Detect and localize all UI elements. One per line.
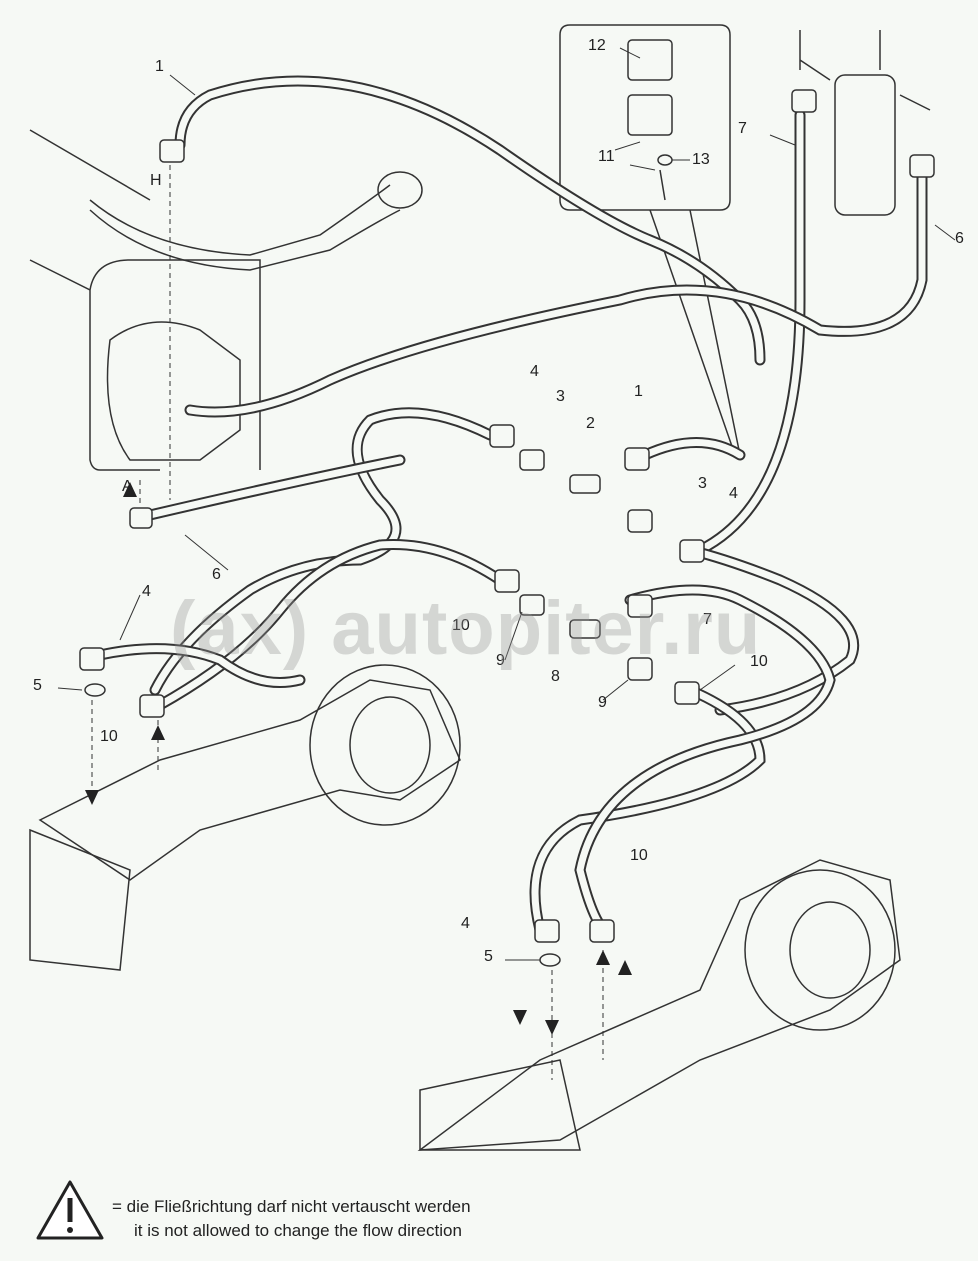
callout-label: 4 xyxy=(729,485,738,502)
legend-line-german: = die Fließrichtung darf nicht vertausch… xyxy=(112,1197,471,1216)
rear-axle xyxy=(417,859,901,1151)
callout-label: H xyxy=(150,172,162,189)
hose xyxy=(96,645,304,686)
hose xyxy=(146,439,744,519)
callout-label: 4 xyxy=(530,363,539,380)
hose xyxy=(531,686,764,934)
callout-label: 1 xyxy=(155,58,164,75)
hose-outline xyxy=(174,75,766,366)
callout-label: 12 xyxy=(588,37,606,54)
callout-label: 4 xyxy=(461,915,470,932)
filter-housing xyxy=(834,74,896,216)
callout-label: 9 xyxy=(496,652,505,669)
hose-outline xyxy=(184,169,928,418)
legend-line-english: it is not allowed to change the flow dir… xyxy=(134,1221,462,1240)
callout-label: 11 xyxy=(598,148,615,165)
inset-box xyxy=(559,24,731,211)
callout-label: 9 xyxy=(598,694,607,711)
callout-label: 6 xyxy=(212,566,221,583)
hose xyxy=(176,77,764,364)
hose xyxy=(186,171,926,416)
front-axle xyxy=(38,679,461,881)
callout-label: 5 xyxy=(33,677,42,694)
filler-cap xyxy=(377,171,423,209)
callout-label: 1 xyxy=(634,383,643,400)
callout-label: 3 xyxy=(556,388,565,405)
callout-label: 4 xyxy=(142,583,151,600)
pump-body xyxy=(106,321,241,461)
callout-label: 2 xyxy=(586,415,595,432)
hose xyxy=(696,111,804,554)
callout-label: 8 xyxy=(551,668,560,685)
callout-label: 13 xyxy=(692,151,710,168)
callout-label: 7 xyxy=(703,611,712,628)
filler-pipe xyxy=(89,184,401,271)
callout-label: 3 xyxy=(698,475,707,492)
tank-outline xyxy=(29,129,261,471)
callout-label: 10 xyxy=(630,847,648,864)
callout-label: 10 xyxy=(750,653,768,670)
hose xyxy=(151,409,494,694)
callout-label: 7 xyxy=(738,120,747,137)
callout-label: 5 xyxy=(484,948,493,965)
hose xyxy=(686,546,858,714)
warning-triangle-icon xyxy=(36,1180,104,1240)
callout-label: 10 xyxy=(452,617,470,634)
hose xyxy=(576,586,834,929)
callout-label: 6 xyxy=(955,230,964,247)
callout-label: 10 xyxy=(100,728,118,745)
watermark: (ax) autopiter.ru xyxy=(170,586,762,671)
callout-label: A xyxy=(122,478,133,495)
